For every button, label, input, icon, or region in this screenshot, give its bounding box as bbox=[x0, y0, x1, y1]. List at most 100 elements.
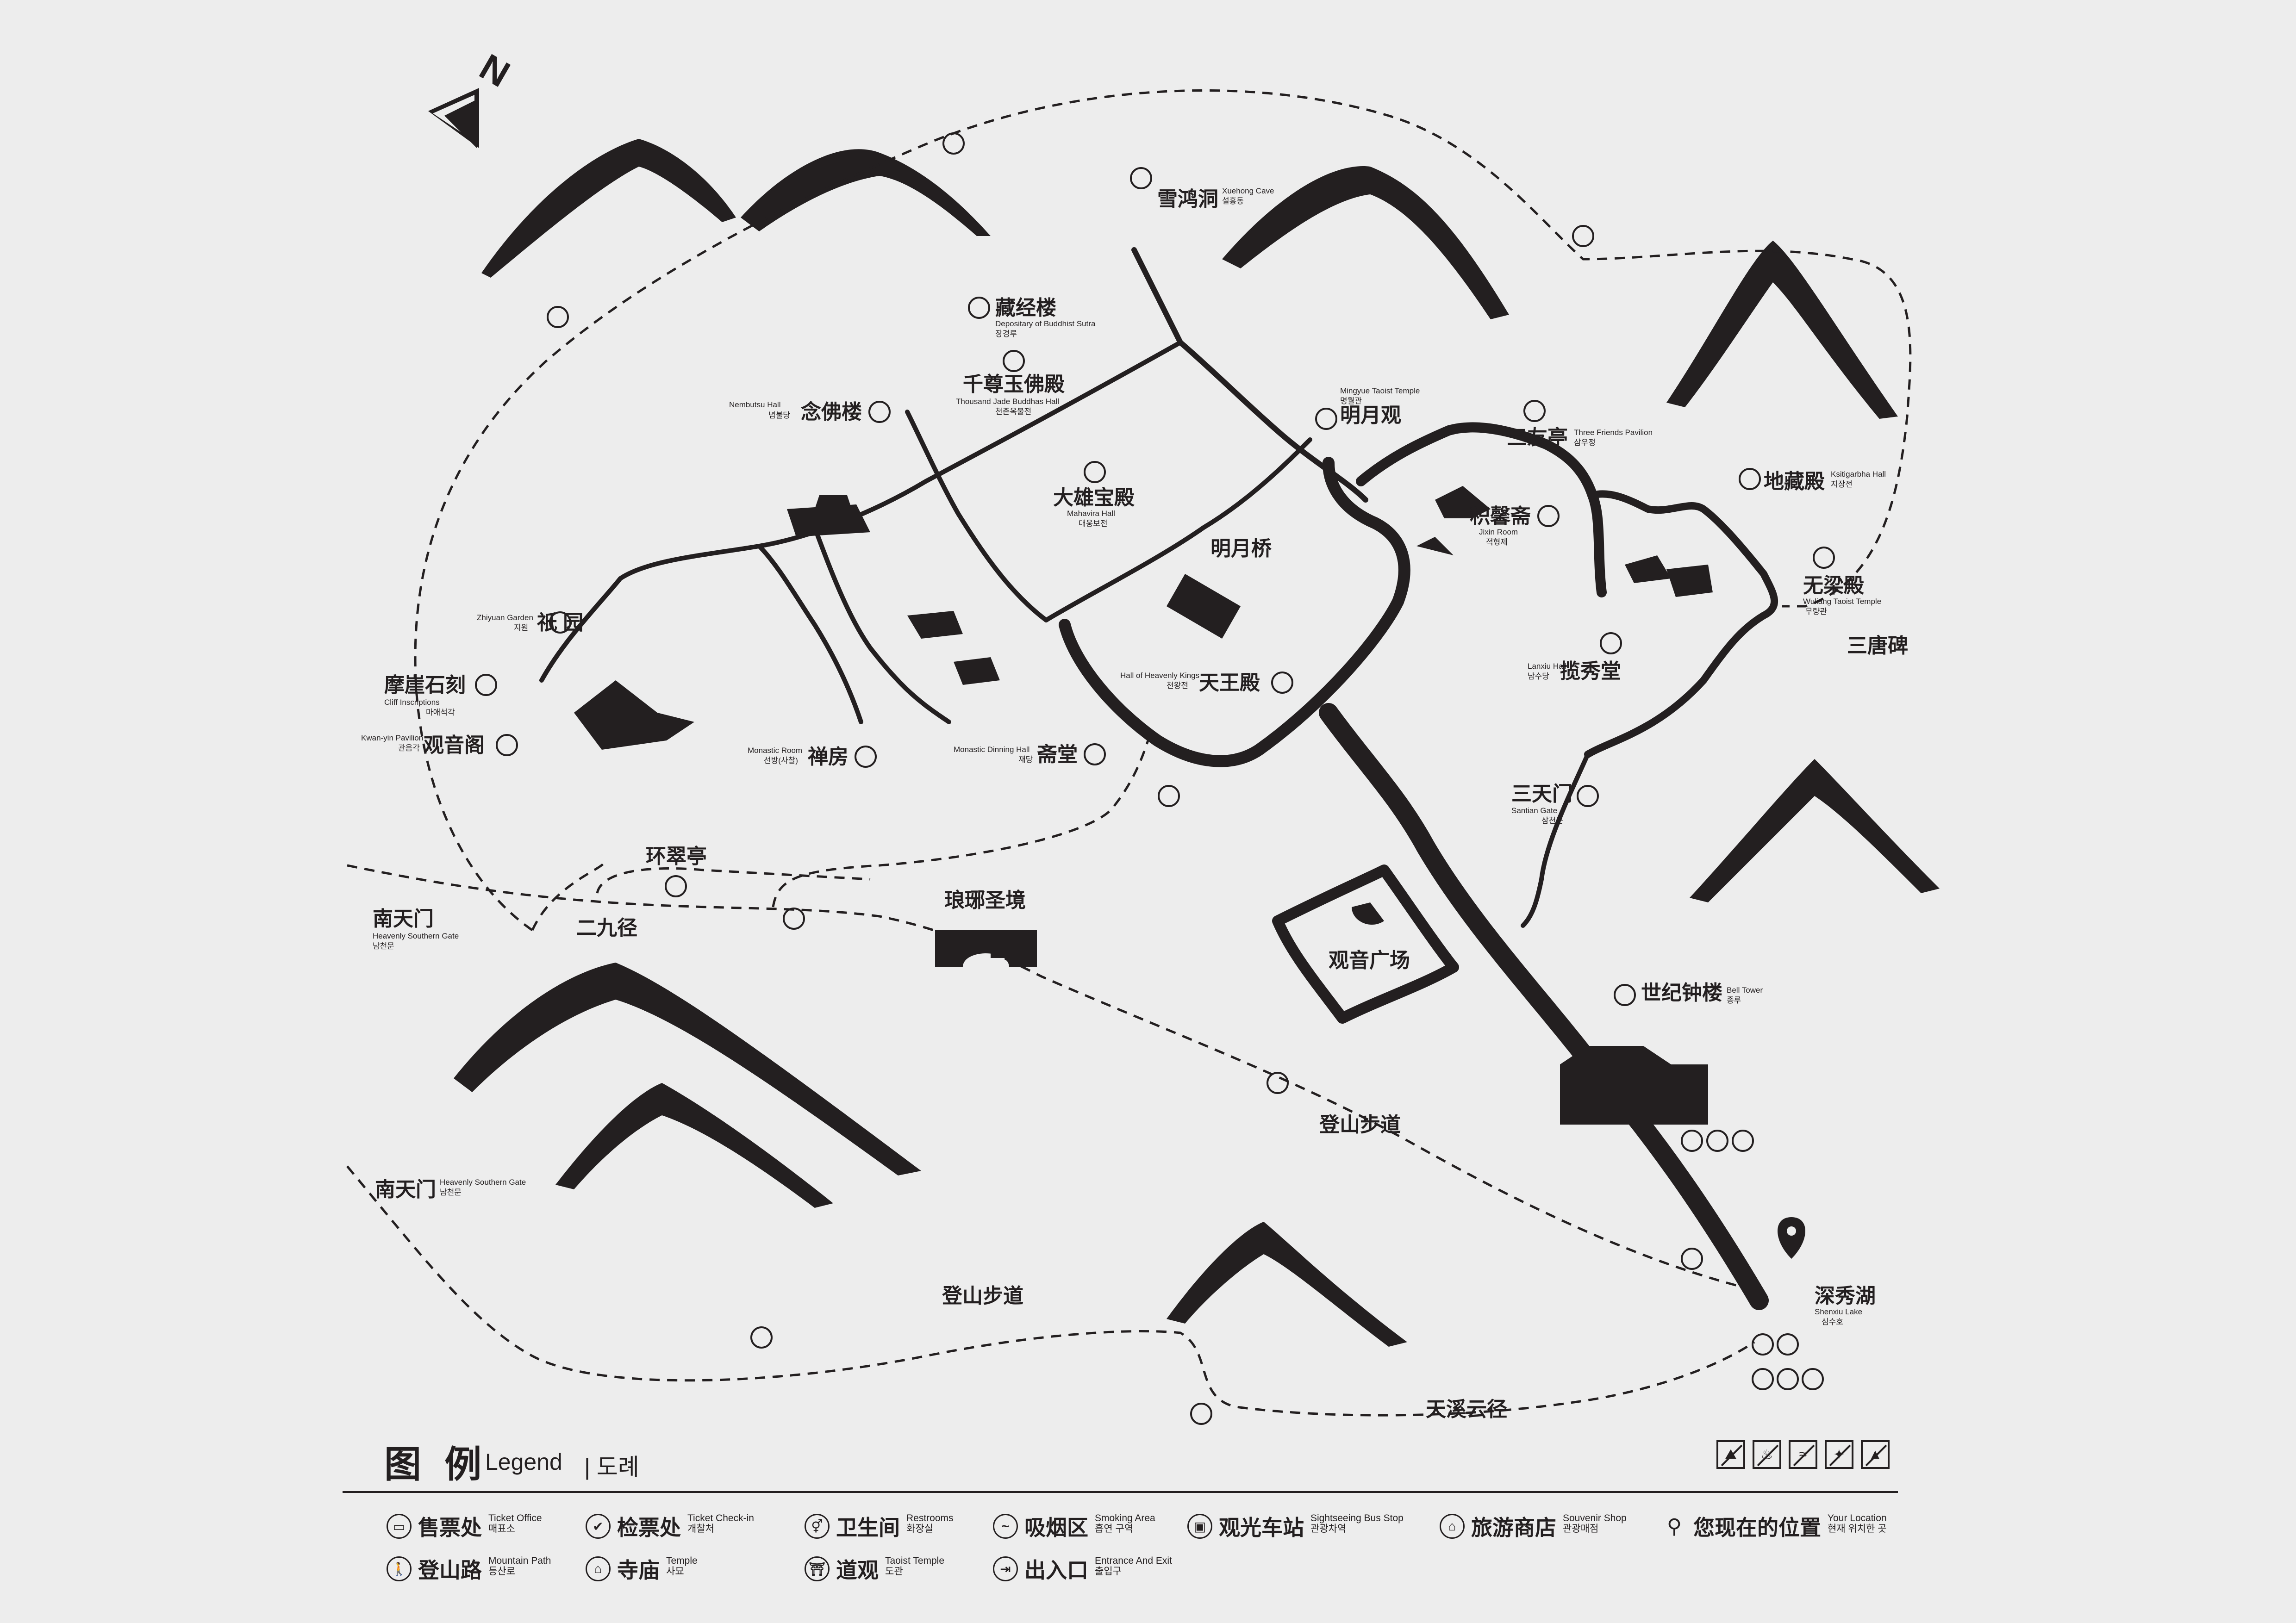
svg-text:종루: 종루 bbox=[1727, 996, 1741, 1005]
label-dengshan-lower[interactable]: 登山步道 bbox=[942, 1285, 1023, 1307]
label-santangbei[interactable]: 三唐碑 bbox=[1847, 634, 1908, 657]
label-langya[interactable]: 琅琊圣境 bbox=[944, 889, 1026, 912]
langya-gate bbox=[935, 930, 1037, 967]
svg-text:琅琊圣境: 琅琊圣境 bbox=[944, 889, 1026, 912]
svg-text:Zhiyuan Garden: Zhiyuan Garden bbox=[477, 613, 533, 622]
temple-icon bbox=[1600, 632, 1622, 654]
label-wuliang[interactable]: 无梁殿 Wuliang Taoist Temple 무량관 bbox=[1803, 574, 1881, 616]
prohibition-signs: ⛰ ♨ ≈ ✦ ▲ bbox=[1716, 1440, 1890, 1469]
label-dengshan-upper[interactable]: 登山步道 bbox=[1319, 1113, 1401, 1136]
svg-text:南天门: 南天门 bbox=[373, 908, 434, 930]
restroom-icon bbox=[1752, 1368, 1774, 1390]
svg-text:Bell Tower: Bell Tower bbox=[1727, 986, 1763, 995]
svg-text:삼천문: 삼천문 bbox=[1541, 816, 1563, 825]
label-cangjing[interactable]: 藏经楼 Depositary of Buddhist Sutra 장경루 bbox=[995, 297, 1096, 338]
bell-tower-gate bbox=[1560, 1046, 1708, 1125]
temple-icon bbox=[868, 401, 891, 423]
svg-text:Heavenly Southern Gate: Heavenly Southern Gate bbox=[373, 932, 459, 940]
hiker-icon bbox=[1572, 225, 1594, 247]
hiker-icon bbox=[942, 132, 965, 155]
legend-title: 图 例 bbox=[384, 1444, 488, 1485]
hiker-icon bbox=[783, 908, 805, 930]
label-bell-tower[interactable]: 世纪钟楼 Bell Tower 종루 bbox=[1641, 982, 1763, 1005]
label-zhiyuan[interactable]: 祇 园 Zhiyuan Garden 지원 bbox=[477, 611, 583, 634]
temple-icon bbox=[1084, 461, 1106, 483]
svg-text:天王殿: 天王殿 bbox=[1199, 672, 1260, 694]
taoist-temple-icon: ⛩ bbox=[805, 1556, 830, 1581]
label-qianzun[interactable]: 千尊玉佛殿 Thousand Jade Buddhas Hall 천존옥불전 bbox=[956, 373, 1065, 416]
dashed-trails bbox=[346, 89, 1912, 1417]
svg-text:Ksitigarbha Hall: Ksitigarbha Hall bbox=[1831, 470, 1886, 479]
label-guanyin-square[interactable]: 观音广场 bbox=[1329, 949, 1410, 972]
ticket-check-icon: ✔ bbox=[586, 1514, 611, 1539]
label-chanfang[interactable]: 禅房 Monastic Room 선방(사찰) bbox=[748, 746, 849, 768]
label-mingyueqiao[interactable]: 明月桥 bbox=[1210, 537, 1272, 560]
ticket-check-icon bbox=[1681, 1130, 1703, 1152]
svg-text:二九径: 二九径 bbox=[576, 917, 637, 939]
ticket-office-icon bbox=[1777, 1368, 1799, 1390]
temple-icon bbox=[1537, 505, 1560, 527]
location-pin-icon bbox=[1778, 1217, 1805, 1259]
svg-text:地藏殿: 地藏殿 bbox=[1764, 470, 1825, 493]
hiker-icon bbox=[547, 306, 569, 328]
hiker-icon bbox=[1190, 1403, 1212, 1425]
svg-text:斋堂: 斋堂 bbox=[1037, 743, 1078, 766]
label-santianmen[interactable]: 三天门 Santian Gate 삼천문 bbox=[1511, 783, 1572, 825]
label-dizang[interactable]: 地藏殿 Ksitigarbha Hall 지장전 bbox=[1764, 470, 1886, 493]
label-guanyinge[interactable]: 观音阁 Kwan-yin Pavilion 관음각 bbox=[361, 734, 485, 757]
label-nantianmen-lower[interactable]: 南天门 Heavenly Southern Gate 남천문 bbox=[375, 1178, 526, 1201]
label-tianxi[interactable]: 天溪云径 bbox=[1426, 1398, 1507, 1421]
svg-text:天溪云径: 天溪云径 bbox=[1426, 1398, 1507, 1421]
label-zhaitang[interactable]: 斋堂 Monastic Dinning Hall 재당 bbox=[954, 743, 1078, 766]
label-huancui[interactable]: 环翠亭 bbox=[646, 845, 707, 868]
svg-text:선방(사찰): 선방(사찰) bbox=[764, 756, 798, 765]
main-roads bbox=[539, 247, 1778, 1310]
label-nantianmen-upper[interactable]: 南天门 Heavenly Southern Gate 남천문 bbox=[373, 908, 459, 951]
label-moya[interactable]: 摩崖石刻 Cliff Inscriptions 마애석각 bbox=[384, 674, 466, 717]
svg-text:念佛楼: 念佛楼 bbox=[801, 400, 862, 423]
svg-text:Mingyue Taoist Temple: Mingyue Taoist Temple bbox=[1340, 386, 1420, 395]
restroom-icon bbox=[1158, 785, 1180, 807]
svg-text:祇 园: 祇 园 bbox=[537, 611, 583, 634]
shop-icon bbox=[1777, 1333, 1799, 1356]
svg-text:Monastic Room: Monastic Room bbox=[748, 746, 802, 755]
svg-text:Kwan-yin Pavilion: Kwan-yin Pavilion bbox=[361, 734, 423, 742]
svg-text:Monastic Dinning Hall: Monastic Dinning Hall bbox=[954, 745, 1029, 754]
label-daxiong[interactable]: 大雄宝殿 Mahavira Hall 대웅보전 bbox=[1053, 486, 1135, 528]
label-nianfo[interactable]: 念佛楼 Nembutsu Hall 념불당 bbox=[729, 400, 862, 423]
pavilion-icon bbox=[1523, 400, 1546, 422]
garden-icon bbox=[549, 611, 571, 634]
label-shenxiu[interactable]: 深秀湖 Shenxiu Lake 심수호 bbox=[1815, 1285, 1876, 1326]
svg-text:Jixin Room: Jixin Room bbox=[1479, 528, 1518, 536]
label-sanyou[interactable]: 三友亭 Three Friends Pavilion 삼우정 bbox=[1507, 426, 1653, 449]
svg-text:마애석각: 마애석각 bbox=[426, 708, 455, 717]
svg-text:Thousand Jade Buddhas Hall: Thousand Jade Buddhas Hall bbox=[956, 397, 1059, 406]
svg-text:藏经楼: 藏经楼 bbox=[995, 297, 1056, 319]
svg-text:三天门: 三天门 bbox=[1511, 783, 1572, 805]
no-fire-icon: ▲ bbox=[1861, 1440, 1890, 1469]
label-lanxiu[interactable]: 揽秀堂 Lanxiu Hall 남수당 bbox=[1528, 660, 1621, 683]
label-mingyueguan[interactable]: 明月观 Mingyue Taoist Temple 명월관 bbox=[1340, 386, 1420, 427]
svg-text:深秀湖: 深秀湖 bbox=[1815, 1285, 1876, 1307]
svg-text:明月观: 明月观 bbox=[1340, 404, 1401, 427]
svg-text:Depositary of Buddhist Sutra: Depositary of Buddhist Sutra bbox=[995, 319, 1096, 328]
svg-text:登山步道: 登山步道 bbox=[1319, 1113, 1401, 1136]
label-xuehong-cave[interactable]: 雪鸿洞 Xuehong Cave 설홍동 bbox=[1157, 187, 1274, 211]
svg-text:명월관: 명월관 bbox=[1340, 397, 1362, 405]
svg-text:Nembutsu Hall: Nembutsu Hall bbox=[729, 400, 781, 409]
label-erjiujing[interactable]: 二九径 bbox=[576, 917, 637, 939]
svg-text:三友亭: 三友亭 bbox=[1507, 426, 1568, 449]
svg-text:环翠亭: 环翠亭 bbox=[646, 845, 707, 868]
hiker-icon bbox=[1267, 1072, 1289, 1094]
label-jixin[interactable]: 积馨斋 Jixin Room 적형제 bbox=[1470, 505, 1531, 547]
ticket-office-icon: ▭ bbox=[387, 1514, 412, 1539]
svg-text:념불당: 념불당 bbox=[768, 411, 790, 420]
svg-text:관음각: 관음각 bbox=[398, 744, 420, 752]
label-tianwang[interactable]: 天王殿 Hall of Heavenly Kings 천왕전 bbox=[1120, 671, 1260, 694]
svg-text:남수당: 남수당 bbox=[1528, 672, 1549, 681]
svg-text:观音阁: 观音阁 bbox=[424, 734, 485, 757]
temple-icon: ⌂ bbox=[586, 1556, 611, 1581]
